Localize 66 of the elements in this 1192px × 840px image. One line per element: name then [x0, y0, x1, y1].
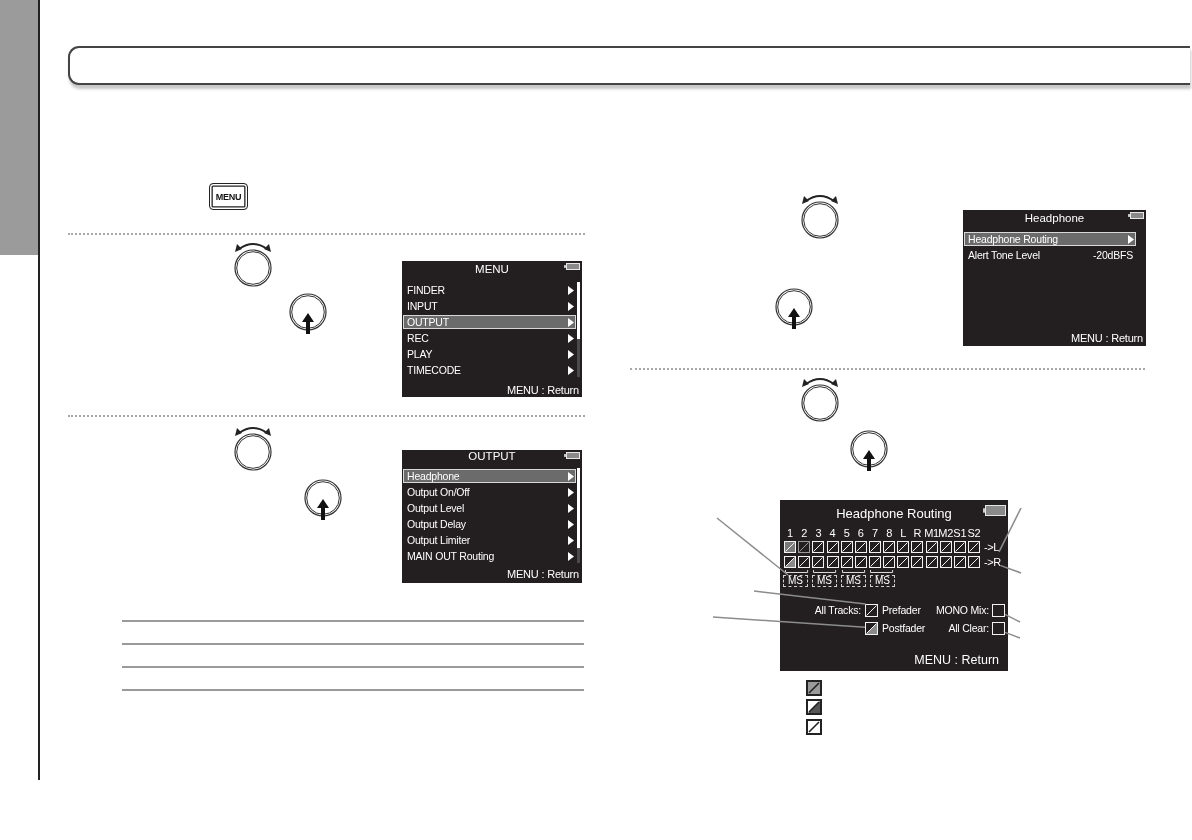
channel-label: L — [900, 526, 907, 540]
device-screen — [780, 500, 1008, 671]
menu-item: Output Delay — [407, 518, 466, 530]
option-label: MONO Mix: — [935, 604, 989, 616]
menu-item: REC — [407, 332, 429, 344]
channel-label: 3 — [815, 526, 822, 540]
menu-item: Headphone — [407, 470, 460, 482]
leader-line — [998, 507, 1022, 553]
menu-item: PLAY — [407, 348, 433, 360]
checkbox-icon — [992, 622, 1005, 635]
screen-title: Headphone — [1024, 212, 1085, 226]
ms-pair-label: MS — [812, 575, 837, 587]
channel-label: 2 — [801, 526, 808, 540]
leader-line — [1004, 631, 1021, 639]
ms-pair-label: MS — [870, 575, 895, 587]
menu-item: Alert Tone Level — [968, 249, 1040, 261]
footer-hint: MENU : Return — [1071, 331, 1143, 345]
ms-pair-label: MS — [841, 575, 866, 587]
setting-value: -20dBFS — [1092, 249, 1133, 261]
option-label: Postfader — [882, 622, 926, 634]
channel-label: 4 — [829, 526, 836, 540]
footer-hint: MENU : Return — [914, 652, 999, 667]
channel-label: M1 — [924, 526, 939, 540]
footer-hint: MENU : Return — [507, 383, 579, 397]
channel-label: R — [913, 526, 922, 540]
menu-item: FINDER — [407, 284, 445, 296]
title-bar — [68, 46, 1190, 85]
channel-label: 7 — [872, 526, 878, 540]
menu-item: Output Limiter — [407, 534, 471, 546]
ms-pair-label: MS — [783, 575, 808, 587]
channel-label: M2 — [938, 526, 953, 540]
leader-line — [1004, 613, 1021, 623]
menu-item: OUTPUT — [407, 316, 449, 328]
option-label: All Tracks: — [814, 604, 861, 616]
menu-key: MENU — [209, 183, 248, 210]
output-label: ->R — [984, 556, 1001, 568]
menu-item: Headphone Routing — [968, 233, 1058, 245]
menu-item: Output Level — [407, 502, 465, 514]
checkbox-icon — [865, 604, 878, 617]
device-screen — [963, 210, 1146, 346]
output-label: ->L — [984, 541, 999, 553]
leader-line — [716, 517, 789, 576]
leader-line — [1000, 564, 1022, 574]
screen-title: OUTPUT — [468, 450, 516, 464]
device-screen — [402, 261, 582, 397]
menu-item: TIMECODE — [407, 364, 461, 376]
option-label: Prefader — [882, 604, 921, 616]
device-screen — [402, 450, 582, 583]
option-label: All Clear: — [948, 622, 989, 634]
menu-item: Output On/Off — [407, 486, 470, 498]
channel-label: S1 — [953, 526, 967, 540]
side-tab — [0, 0, 38, 255]
menu-item: MAIN OUT Routing — [407, 550, 495, 562]
footer-hint: MENU : Return — [507, 567, 579, 581]
channel-label: 6 — [857, 526, 864, 540]
screen-title: MENU — [475, 263, 509, 277]
checkbox-icon — [992, 604, 1005, 617]
leader-line — [753, 590, 867, 605]
channel-label: S2 — [967, 526, 981, 540]
screen-title: Headphone Routing — [836, 505, 952, 521]
menu-item: INPUT — [407, 300, 438, 312]
checkbox-icon — [865, 622, 878, 635]
channel-label: 8 — [886, 526, 892, 540]
channel-label: 5 — [843, 526, 850, 540]
leader-line — [712, 616, 866, 628]
channel-label: 1 — [787, 526, 793, 540]
